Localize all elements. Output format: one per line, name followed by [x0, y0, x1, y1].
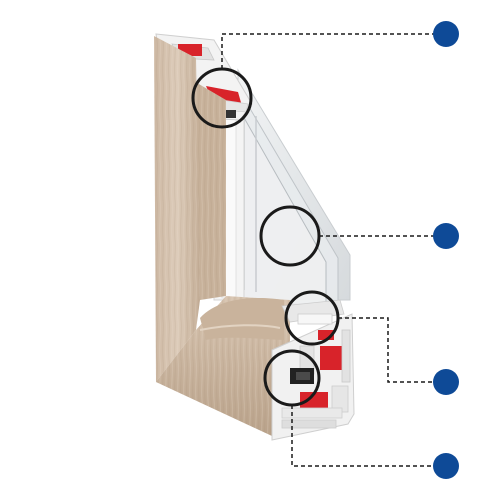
leader-frame-chamber — [291, 405, 434, 467]
callout-marker-top-seal[interactable] — [433, 21, 459, 47]
window-corner-profile — [154, 33, 355, 441]
callout-marker-glazing-bead[interactable] — [433, 369, 459, 395]
callout-marker-frame-chamber[interactable] — [433, 453, 459, 479]
chamber-red-lower — [300, 392, 328, 408]
leader-glazing-bead — [338, 317, 434, 383]
wood-frame-stile — [154, 36, 226, 382]
bead-seal-red — [318, 330, 334, 340]
callout-markers — [433, 21, 459, 479]
chamber-red-upper — [320, 346, 342, 370]
leader-top-seal — [221, 33, 434, 69]
glazing-panes — [225, 68, 351, 309]
wood-frame-sill — [156, 296, 290, 436]
callout-leaders — [221, 33, 434, 467]
callout-marker-glazing[interactable] — [433, 223, 459, 249]
